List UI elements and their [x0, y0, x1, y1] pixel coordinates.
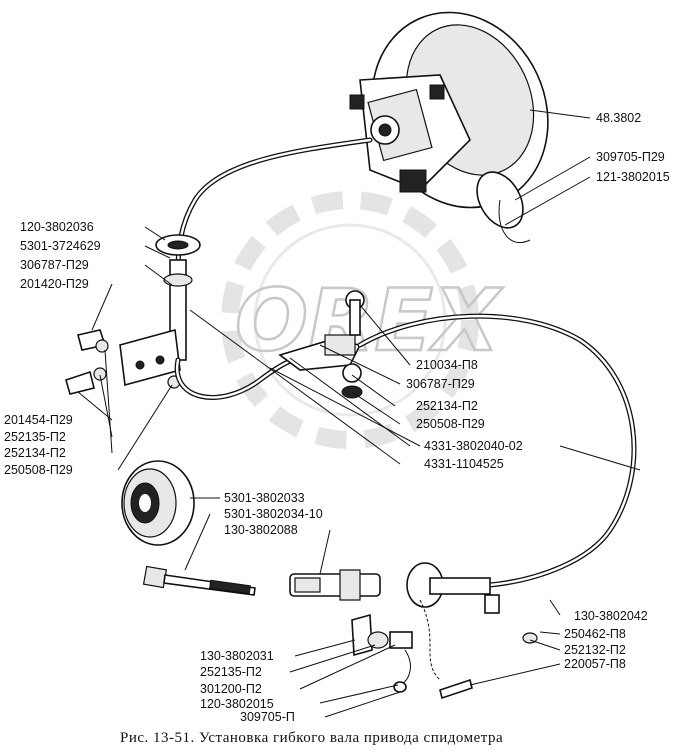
part-label-left-1: 5301-3724629 — [20, 239, 101, 253]
part-label-bottom_left-0: 130-3802031 — [200, 649, 274, 663]
part-label-left-4: 201454-П29 — [4, 413, 73, 427]
part-label-right-6: 250508-П29 — [416, 417, 485, 431]
leader-lines — [77, 109, 641, 718]
part-label-left-7: 250508-П29 — [4, 463, 73, 477]
part-label-middle-1: 5301-3802034-10 — [224, 507, 323, 521]
part-label-bottom_right-2: 252132-П2 — [564, 643, 626, 657]
part-label-right-4: 306787-П29 — [406, 377, 475, 391]
part-label-right-0: 48.3802 — [596, 111, 641, 125]
part-label-left-0: 120-3802036 — [20, 220, 94, 234]
part-label-right-7: 4331-3802040-02 — [424, 439, 523, 453]
part-label-left-2: 306787-П29 — [20, 258, 89, 272]
part-label-left-6: 252134-П2 — [4, 446, 66, 460]
bottom-bracket — [351, 613, 413, 693]
watermark-text: OREX — [235, 271, 503, 371]
driven-shaft — [142, 565, 256, 596]
figure-caption: Рис. 13-51. Установка гибкого вала приво… — [120, 730, 503, 746]
part-label-middle-2: 130-3802088 — [224, 523, 298, 537]
part-label-bottom_right-1: 250462-П8 — [564, 627, 626, 641]
part-label-right-1: 309705-П29 — [596, 150, 665, 164]
part-label-middle-0: 5301-3802033 — [224, 491, 305, 505]
cable-clamp — [278, 290, 365, 399]
part-label-right-3: 210034-П8 — [416, 358, 478, 372]
part-label-right-8: 4331-1104525 — [424, 457, 504, 471]
part-label-bottom_right-3: 220057-П8 — [564, 657, 626, 671]
part-label-left-5: 252135-П2 — [4, 430, 66, 444]
part-label-bottom_left-1: 252135-П2 — [200, 665, 262, 679]
part-label-bottom_right-0: 130-3802042 — [574, 609, 648, 623]
sleeve — [289, 569, 381, 601]
part-labels: 48.3802 309705-П29 121-3802015 210034-П8 306… — [4, 111, 670, 724]
part-label-left-3: 201420-П29 — [20, 277, 89, 291]
part-label-right-5: 252134-П2 — [416, 399, 478, 413]
speedometer-unit — [349, 11, 549, 229]
drive-gear — [121, 460, 195, 546]
gearbox-fitting — [406, 562, 538, 700]
part-label-bottom_left-2: 301200-П2 — [200, 682, 262, 696]
part-label-right-2: 121-3802015 — [596, 170, 670, 184]
grommet-bracket-assembly — [65, 234, 201, 395]
part-label-bottom_left-4: 309705-П — [240, 710, 295, 724]
part-label-bottom_left-3: 120-3802015 — [200, 697, 274, 711]
